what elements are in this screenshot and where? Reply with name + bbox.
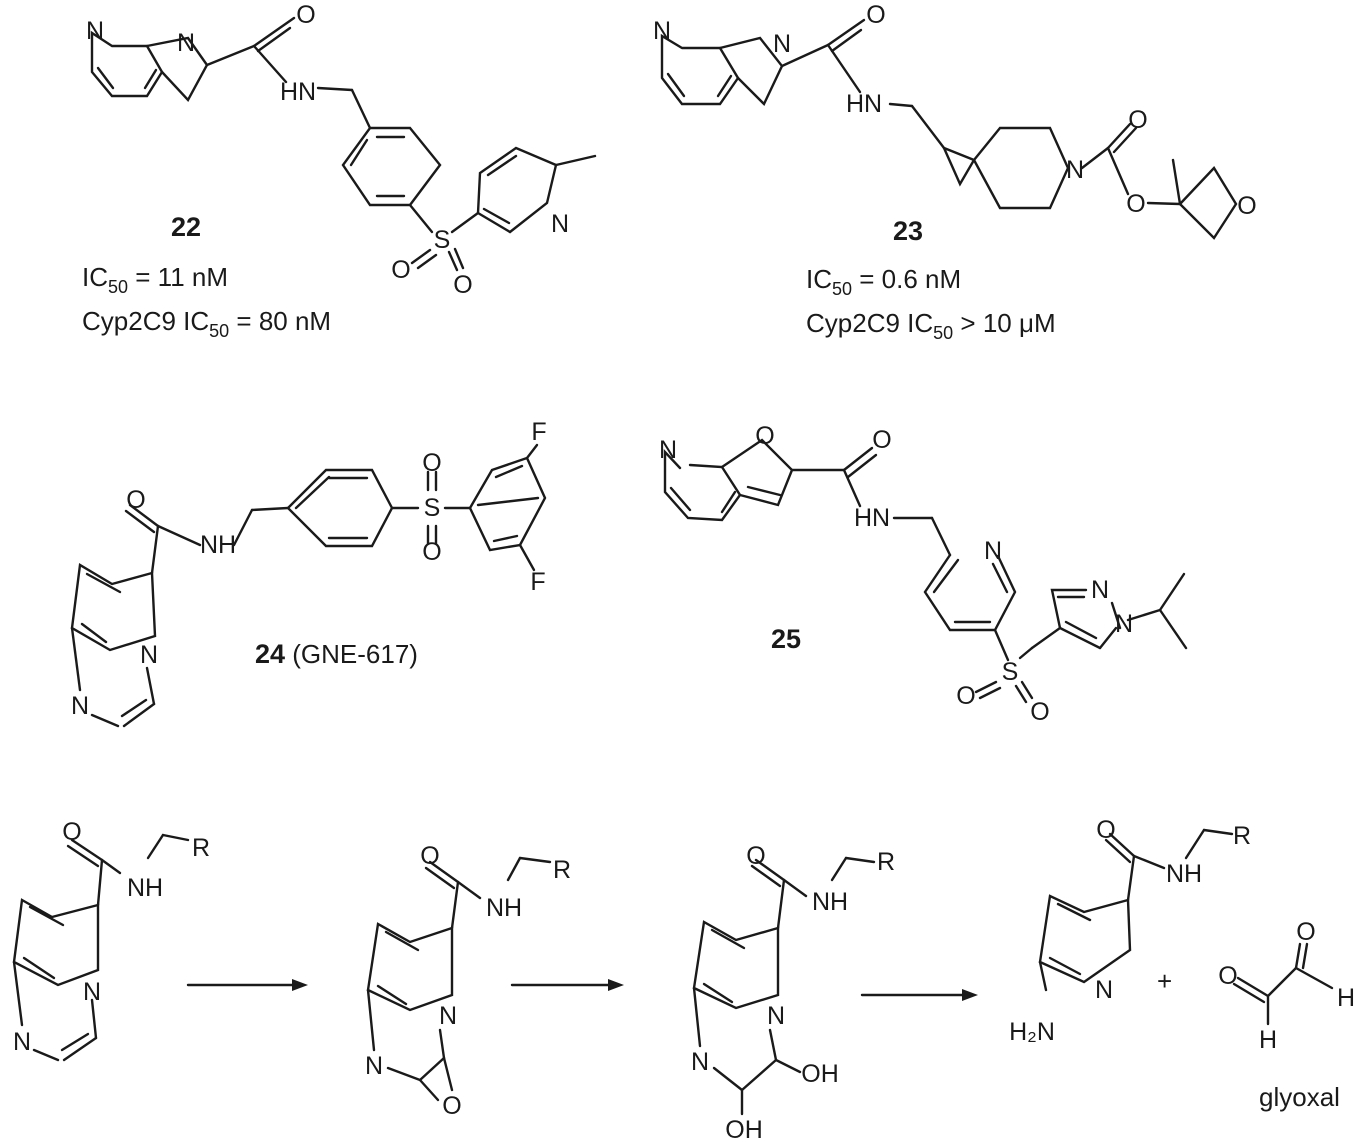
atom-label-n: N (1066, 156, 1084, 184)
scheme-aminopyridine-product (1038, 828, 1234, 992)
atom-label-o: O (866, 1, 885, 29)
atom-label-n: N (439, 1002, 457, 1030)
compound-25-number: 25 (771, 624, 801, 654)
compound-22-structure (90, 16, 597, 272)
scheme-starting-material (12, 833, 190, 1062)
atom-label-r: R (192, 834, 210, 862)
atom-label-nh: NH (486, 894, 522, 922)
atom-label-n: N (365, 1052, 383, 1080)
atom-label-nh: NH (1166, 860, 1202, 888)
atom-label-n: N (984, 537, 1002, 565)
atom-label-o: O (872, 426, 891, 454)
atom-label-n: N (83, 978, 101, 1006)
atom-label-n: N (86, 17, 104, 45)
atom-label-h: H (1259, 1026, 1277, 1054)
atom-label-n: N (71, 692, 89, 720)
atom-label-r: R (553, 856, 571, 884)
atom-label-nh: NH (200, 531, 236, 559)
arrow-head-2 (608, 979, 624, 991)
compound-22-number: 22 (171, 212, 201, 242)
atom-label-f: F (531, 418, 546, 446)
atom-label-s: S (434, 226, 451, 254)
arrow-head-1 (292, 979, 308, 991)
atom-label-hn: HN (854, 504, 890, 532)
atom-label-o: O (1296, 918, 1315, 946)
compound-23-cyp2c9-ic50: Cyp2C9 IC50 > 10 μM (806, 308, 1056, 343)
atom-label-n: N (1091, 576, 1109, 604)
atom-label-hn: HN (280, 78, 316, 106)
arrow-head-3 (962, 989, 978, 1001)
atom-label-r: R (877, 848, 895, 876)
atom-label-n: N (691, 1048, 709, 1076)
atom-label-f: F (530, 568, 545, 596)
atom-label-n: N (551, 210, 569, 238)
atom-label-n: N (659, 436, 677, 464)
compound-23-ic50: IC50 = 0.6 nM (806, 264, 961, 299)
atom-label-n: N (1115, 610, 1133, 638)
compound-24-structure (70, 443, 547, 728)
atom-label-o: O (422, 449, 441, 477)
atom-label-n: N (13, 1028, 31, 1056)
atom-label-o: O (1128, 106, 1147, 134)
atom-label-o: O (1126, 190, 1145, 218)
scheme-diol-intermediate (692, 856, 876, 1116)
scheme-glyoxal-structure (1232, 942, 1334, 1026)
compound-25-structure (663, 438, 1188, 704)
compound-22-cyp2c9-ic50: Cyp2C9 IC50 = 80 nM (82, 306, 331, 341)
compound-22-ic50: IC50 = 11 nM (82, 262, 228, 297)
atom-label-r: R (1233, 822, 1251, 850)
atom-label-n: N (177, 29, 195, 57)
atom-label-o: O (126, 486, 145, 514)
atom-label-o: O (391, 256, 410, 284)
atom-label-h2n: H₂N (1009, 1018, 1055, 1046)
atom-label-n: N (1095, 976, 1113, 1004)
atom-label-oh: OH (725, 1116, 763, 1142)
atom-label-h: H (1337, 984, 1355, 1012)
atom-label-n: N (773, 30, 791, 58)
atom-label-s: S (1002, 658, 1019, 686)
atom-label-hn: HN (846, 90, 882, 118)
atom-label-o: O (1218, 962, 1237, 990)
atom-label-n: N (140, 641, 158, 669)
scheme-epoxide-intermediate (366, 856, 552, 1102)
atom-label-n: N (653, 17, 671, 45)
atom-label-o: O (62, 818, 81, 846)
atom-label-o: O (1096, 816, 1115, 844)
atom-label-o: O (453, 271, 472, 299)
atom-label-o: O (755, 422, 774, 450)
compound-23-number: 23 (893, 216, 923, 246)
atom-label-o: O (746, 842, 765, 870)
atom-label-nh: NH (127, 874, 163, 902)
atom-label-o: O (420, 842, 439, 870)
atom-label-o: O (1030, 698, 1049, 726)
atom-label-o: O (422, 538, 441, 566)
glyoxal-label: glyoxal (1259, 1082, 1340, 1112)
compound-24-label: 24 (GNE-617) (255, 639, 418, 669)
plus-sign: + (1157, 966, 1172, 996)
atom-label-o: O (956, 682, 975, 710)
atom-label-oh: OH (801, 1060, 839, 1088)
atom-label-s: S (424, 494, 441, 522)
atom-label-n: N (767, 1002, 785, 1030)
compound-23-structure (660, 18, 1238, 240)
atom-label-o: O (442, 1092, 461, 1120)
atom-label-nh: NH (812, 888, 848, 916)
atom-label-o: O (296, 1, 315, 29)
atom-label-o: O (1237, 192, 1256, 220)
